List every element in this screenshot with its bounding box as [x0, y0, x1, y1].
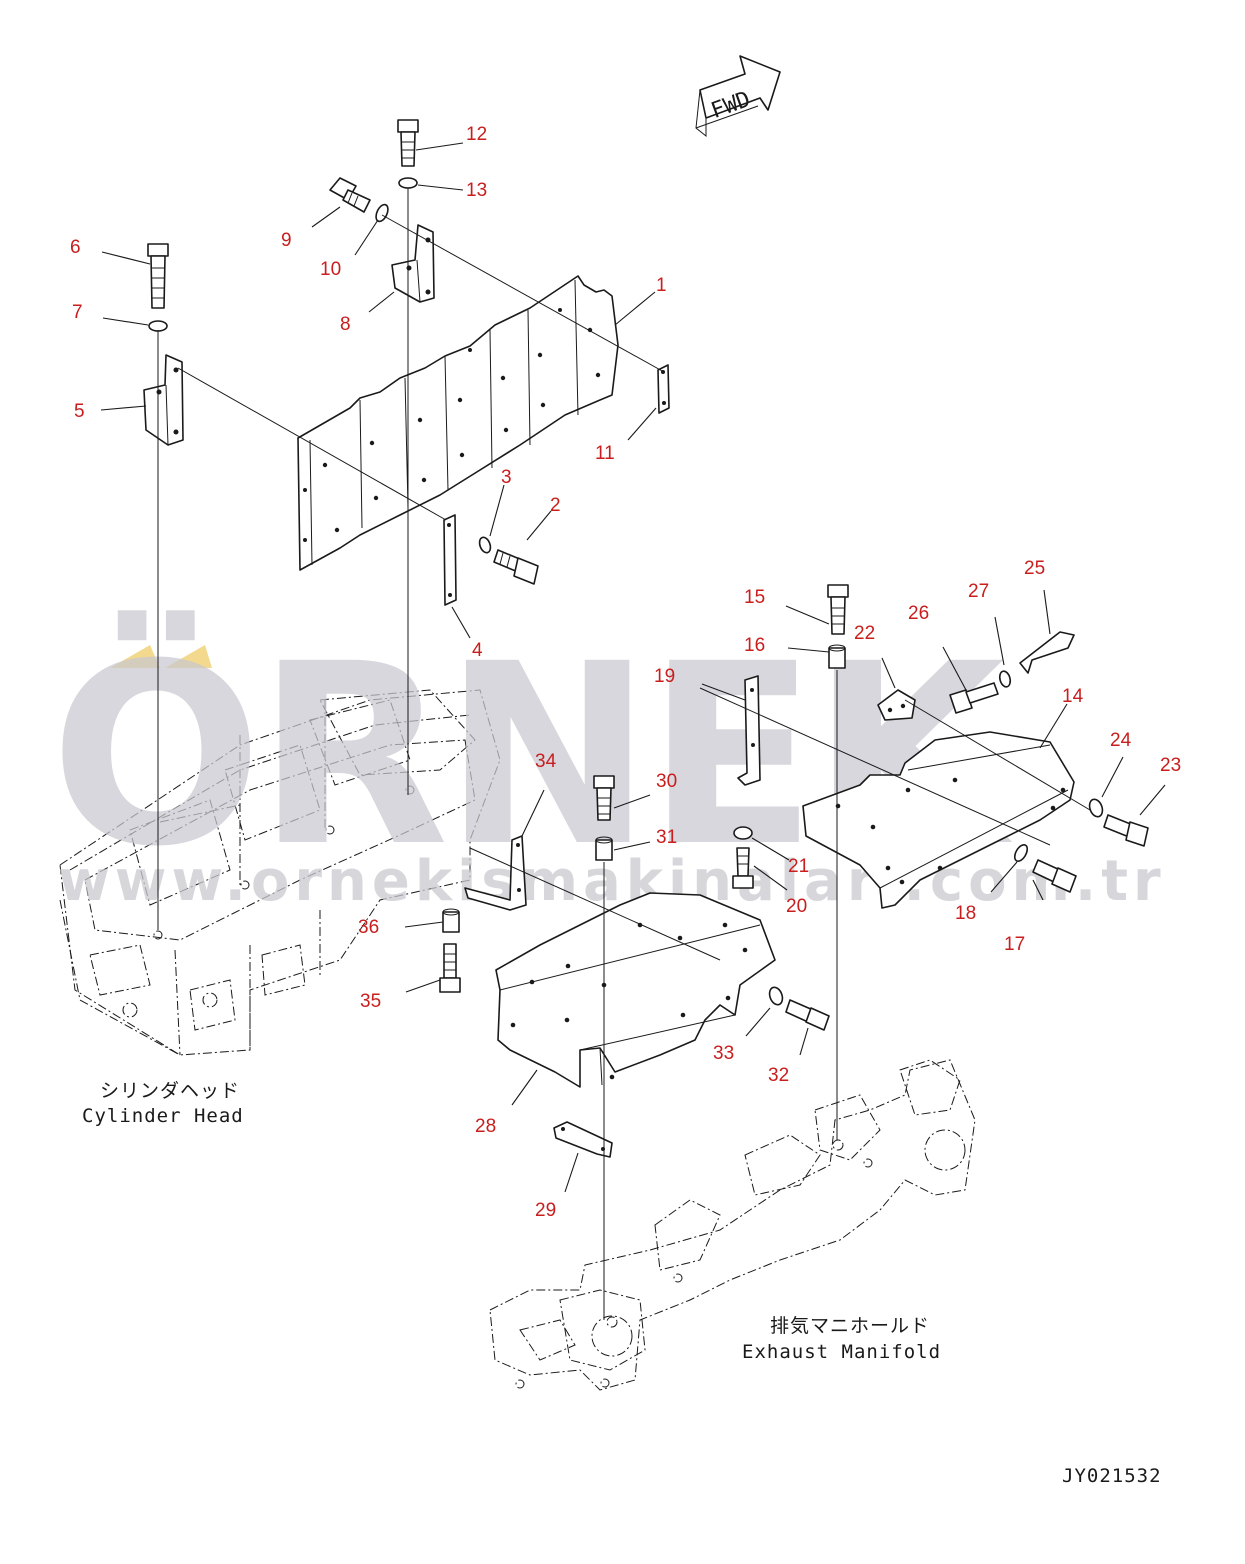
- callout-12: 12: [466, 124, 487, 145]
- callout-9: 9: [281, 230, 292, 251]
- part-34-bracket: [464, 835, 527, 911]
- part-7-washer: [148, 320, 168, 332]
- part-8-bracket: [391, 224, 435, 303]
- callout-18: 18: [955, 903, 976, 924]
- part-10-washer: [375, 203, 389, 223]
- part-19-bracket: [737, 675, 761, 786]
- callout-22: 22: [854, 623, 875, 644]
- part-16-spacer: [828, 644, 846, 669]
- callout-1: 1: [656, 275, 667, 296]
- callout-32: 32: [768, 1065, 789, 1086]
- callout-14: 14: [1062, 686, 1084, 707]
- part-35-bolt: [439, 943, 461, 993]
- callout-7: 7: [72, 302, 83, 323]
- part-9-bolt: [329, 177, 371, 213]
- part-26-bolt: [949, 682, 999, 714]
- part-17-bolt: [1032, 859, 1077, 893]
- callout-16: 16: [744, 635, 765, 656]
- part-28-holes: [510, 922, 748, 1080]
- part-12-bolt: [397, 119, 419, 167]
- part-27-washer: [998, 670, 1012, 688]
- cylinder-head-label-jp: シリンダヘッド: [100, 1080, 240, 1102]
- part-30-bolt: [593, 775, 615, 821]
- callout-28: 28: [475, 1116, 496, 1137]
- part-13-washer: [398, 177, 418, 189]
- part-2-bolt: [493, 549, 539, 585]
- part-36-spacer: [442, 908, 460, 933]
- part-31-spacer: [595, 836, 613, 861]
- callout-11: 11: [595, 443, 615, 464]
- part-33-washer: [768, 986, 784, 1006]
- watermark-accent-left: [110, 645, 160, 668]
- part-23-bolt: [1103, 814, 1149, 847]
- part-11-bracket: [657, 364, 670, 414]
- callout-35: 35: [360, 991, 381, 1012]
- callout-10: 10: [320, 259, 341, 280]
- callout-29: 29: [535, 1200, 556, 1221]
- part-29-bracket: [553, 1121, 613, 1158]
- watermark-accent-right: [165, 645, 212, 668]
- callout-26: 26: [908, 603, 929, 624]
- callout-30: 30: [656, 771, 677, 792]
- exhaust-manifold-label-jp: 排気マニホールド: [770, 1315, 930, 1337]
- callout-6: 6: [70, 237, 81, 258]
- part-1-holes: [303, 308, 601, 542]
- callout-24: 24: [1110, 730, 1132, 751]
- part-28-plate: [495, 892, 776, 1088]
- alignment-lines: [157, 188, 1091, 1320]
- callout-33: 33: [713, 1043, 734, 1064]
- callout-8: 8: [340, 314, 351, 335]
- cylinder-head-label-en: Cylinder Head: [82, 1105, 244, 1127]
- part-20-bolt: [732, 847, 754, 889]
- part-32-bolt: [785, 999, 830, 1031]
- callout-23: 23: [1160, 755, 1181, 776]
- callout-4: 4: [472, 640, 483, 661]
- callout-17: 17: [1004, 934, 1025, 955]
- callout-5: 5: [74, 401, 85, 422]
- callout-21: 21: [788, 856, 809, 877]
- part-24-washer: [1088, 798, 1104, 818]
- callout-27: 27: [968, 581, 989, 602]
- exhaust-manifold-outline: [489, 1059, 976, 1391]
- callouts: 1 2 3 4 5 6 7 8 9 10 11 12 13 14 15 16 1…: [70, 124, 1181, 1221]
- callout-15: 15: [744, 587, 765, 608]
- part-5-bracket: [143, 354, 184, 446]
- callout-31: 31: [656, 827, 677, 848]
- part-3-washer: [478, 536, 492, 554]
- callout-3: 3: [501, 467, 512, 488]
- callout-20: 20: [786, 896, 807, 917]
- part-14-plate: [802, 731, 1075, 909]
- cylinder-head-outline: [59, 689, 501, 1056]
- drawing-id: JY021532: [1062, 1465, 1162, 1487]
- part-25-bracket: [1019, 631, 1075, 674]
- part-15-bolt: [827, 584, 849, 635]
- leader-lines: [100, 142, 1166, 1193]
- part-4-strap: [443, 514, 457, 606]
- callout-2: 2: [550, 495, 561, 516]
- exhaust-manifold-label-en: Exhaust Manifold: [742, 1341, 941, 1363]
- part-22-bracket: [877, 689, 916, 721]
- callout-13: 13: [466, 180, 487, 201]
- part-6-bolt: [147, 243, 169, 309]
- callout-25: 25: [1024, 558, 1045, 579]
- callout-36: 36: [358, 917, 379, 938]
- callout-34: 34: [535, 751, 557, 772]
- part-21-washer: [733, 826, 753, 840]
- forward-direction-arrow: FWD: [695, 55, 781, 138]
- callout-19: 19: [654, 666, 675, 687]
- captions: シリンダヘッド Cylinder Head 排気マニホールド Exhaust M…: [82, 1080, 1162, 1487]
- part-14-holes: [835, 777, 1066, 885]
- part-18-washer: [1013, 844, 1029, 862]
